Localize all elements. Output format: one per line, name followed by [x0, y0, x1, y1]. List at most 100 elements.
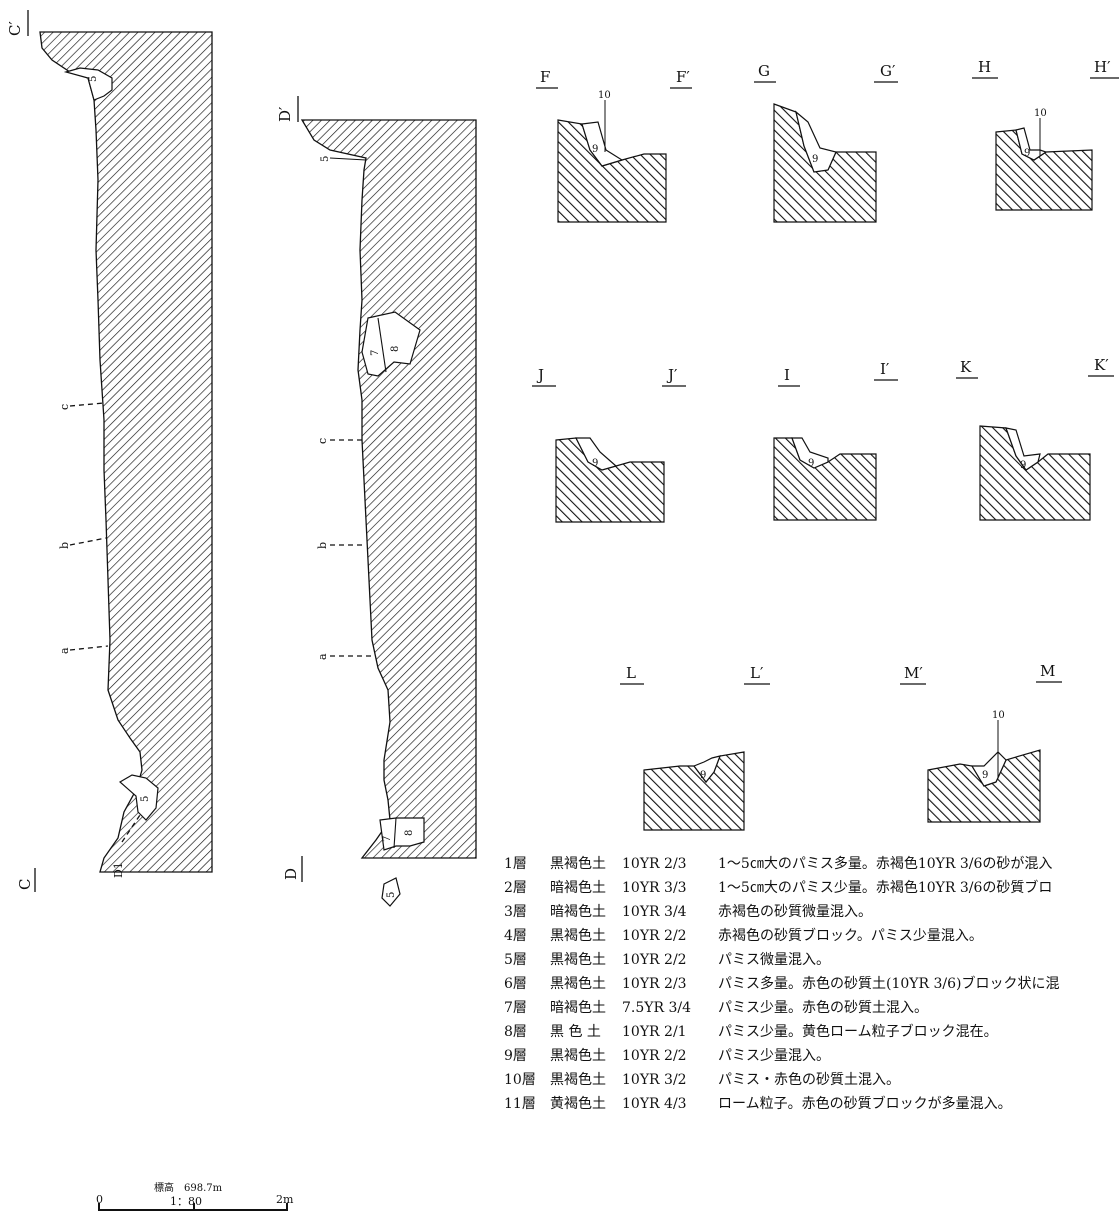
section-l-label-9: 9	[700, 770, 706, 781]
scale-tick-left	[98, 1203, 100, 1209]
legend-color-code: 10YR 2/2	[622, 928, 687, 944]
legend-soil-name: 黄褐色土	[550, 1096, 606, 1112]
section-l-soil	[643, 751, 745, 831]
legend-description: 1～5㎝大のパミス少量。赤褐色10YR 3/6の砂質ブロ	[718, 880, 1053, 896]
label-h-prime: H′	[1094, 58, 1111, 76]
legend-description: パミス少量。黄色ローム粒子ブロック混在。	[718, 1024, 998, 1040]
legend-description: パミス・赤色の砂質土混入。	[718, 1072, 900, 1088]
label-c-top: C′	[6, 21, 24, 36]
section-d-label-5-top: 5	[320, 156, 331, 162]
legend-soil-name: 暗褐色土	[550, 904, 606, 920]
section-d-label-8-lower: 8	[404, 830, 415, 836]
scale-bar: 標高 698.7m 0 1：80 2m	[92, 1175, 302, 1223]
legend-color-code: 10YR 3/2	[622, 1072, 687, 1088]
section-g-label-9: 9	[812, 154, 818, 165]
section-d-soil	[300, 119, 477, 859]
legend-layer: 1層	[504, 856, 527, 872]
section-c-marker-a: a	[58, 647, 71, 654]
label-d-bottom: D	[282, 868, 300, 880]
section-f: F F′ 10 9	[536, 68, 692, 223]
section-c-layer5-bottom	[118, 774, 159, 821]
section-d-marker-5-line	[329, 157, 367, 161]
section-d-marker-a: a	[316, 653, 329, 660]
section-j-label-9: 9	[592, 458, 598, 469]
label-j-prime: J′	[666, 366, 678, 384]
legend-soil-name: 黒褐色土	[550, 952, 606, 968]
section-i-layer9	[791, 437, 829, 469]
section-d-layer7-8-upper-divider	[377, 317, 387, 373]
section-f-soil	[557, 119, 667, 223]
legend-description: 赤褐色の砂質ブロック。パミス少量混入。	[718, 928, 983, 944]
section-g-layer9	[795, 110, 837, 173]
scale-line	[98, 1209, 288, 1211]
label-m: M	[1040, 662, 1055, 680]
legend-soil-name: 黒褐色土	[550, 976, 606, 992]
legend-layer: 7層	[504, 1000, 527, 1016]
legend-soil-name: 暗褐色土	[550, 880, 606, 896]
legend-layer: 10層	[504, 1072, 536, 1088]
scale-tick-mid	[193, 1203, 195, 1209]
legend-description: 1～5㎝大のパミス多量。赤褐色10YR 3/6の砂が混入	[718, 856, 1053, 872]
section-i-label-9: 9	[808, 458, 814, 469]
legend-description: パミス多量。赤色の砂質土(10YR 3/6)ブロック状に混	[718, 976, 1060, 992]
label-c-bottom: C	[16, 879, 34, 890]
section-j-soil	[555, 437, 665, 523]
legend-description: パミス少量混入。	[718, 1048, 830, 1064]
label-j: J	[536, 366, 544, 384]
label-l: L	[626, 664, 636, 682]
legend-soil-name: 黒褐色土	[550, 856, 606, 872]
label-g: G	[758, 62, 770, 80]
section-h-soil	[995, 129, 1093, 211]
legend-soil-name: 黒 色 土	[550, 1024, 601, 1040]
section-c-soil	[39, 31, 213, 873]
section-l-layer9	[693, 755, 721, 783]
legend-layer: 3層	[504, 904, 527, 920]
section-j-layer9	[575, 437, 618, 471]
label-l-prime: L′	[750, 664, 764, 682]
legend-layer: 2層	[504, 880, 527, 896]
section-m: M′ M 10 9	[900, 662, 1062, 823]
legend-color-code: 10YR 2/1	[622, 1024, 687, 1040]
section-d-layer7-8-lower	[379, 817, 425, 851]
section-d: D′ D 5 c b a 7 8 7 8 5	[276, 96, 477, 907]
section-c-d1-line	[121, 814, 141, 843]
legend-description: パミス微量混入。	[718, 952, 830, 968]
legend-soil-name: 黒褐色土	[550, 928, 606, 944]
section-d-marker-b: b	[316, 542, 329, 549]
legend-description: パミス少量。赤色の砂質土混入。	[718, 1000, 928, 1016]
label-i: I	[784, 366, 790, 384]
legend-row: 1層 黒褐色土 10YR 2/3 1～5㎝大のパミス多量。赤褐色10YR 3/6の砂が…	[504, 852, 1119, 876]
legend-layer: 5層	[504, 952, 527, 968]
label-f: F	[540, 68, 550, 86]
legend-layer: 9層	[504, 1048, 527, 1064]
label-k: K	[960, 358, 972, 376]
section-c-layer5-top	[63, 67, 113, 101]
scale-two-meters: 2m	[276, 1193, 294, 1206]
legend-description: ローム粒子。赤色の砂質ブロックが多量混入。	[718, 1096, 1012, 1112]
section-k-label-9: 9	[1020, 460, 1026, 471]
section-d-label-7-lower: 7	[382, 836, 393, 842]
legend-color-code: 10YR 2/2	[622, 952, 687, 968]
section-h-label-10: 10	[1034, 108, 1047, 119]
legend-row: 5層 黒褐色土 10YR 2/2 パミス微量混入。	[504, 948, 1119, 972]
section-d-layer7-8-upper	[361, 311, 421, 377]
legend-color-code: 10YR 2/3	[622, 856, 687, 872]
section-g: G G′ 9	[754, 62, 898, 223]
section-k-soil	[979, 425, 1091, 521]
section-c-label-5-bottom: 5	[140, 796, 151, 802]
section-m-label-9: 9	[982, 770, 988, 781]
section-h-layer9	[1015, 127, 1048, 161]
legend-color-code: 10YR 2/3	[622, 976, 687, 992]
scale-zero: 0	[96, 1193, 103, 1206]
section-c-marker-c-line	[69, 402, 105, 407]
section-k: K K′ 9	[956, 356, 1114, 521]
legend-color-code: 10YR 4/3	[622, 1096, 687, 1112]
